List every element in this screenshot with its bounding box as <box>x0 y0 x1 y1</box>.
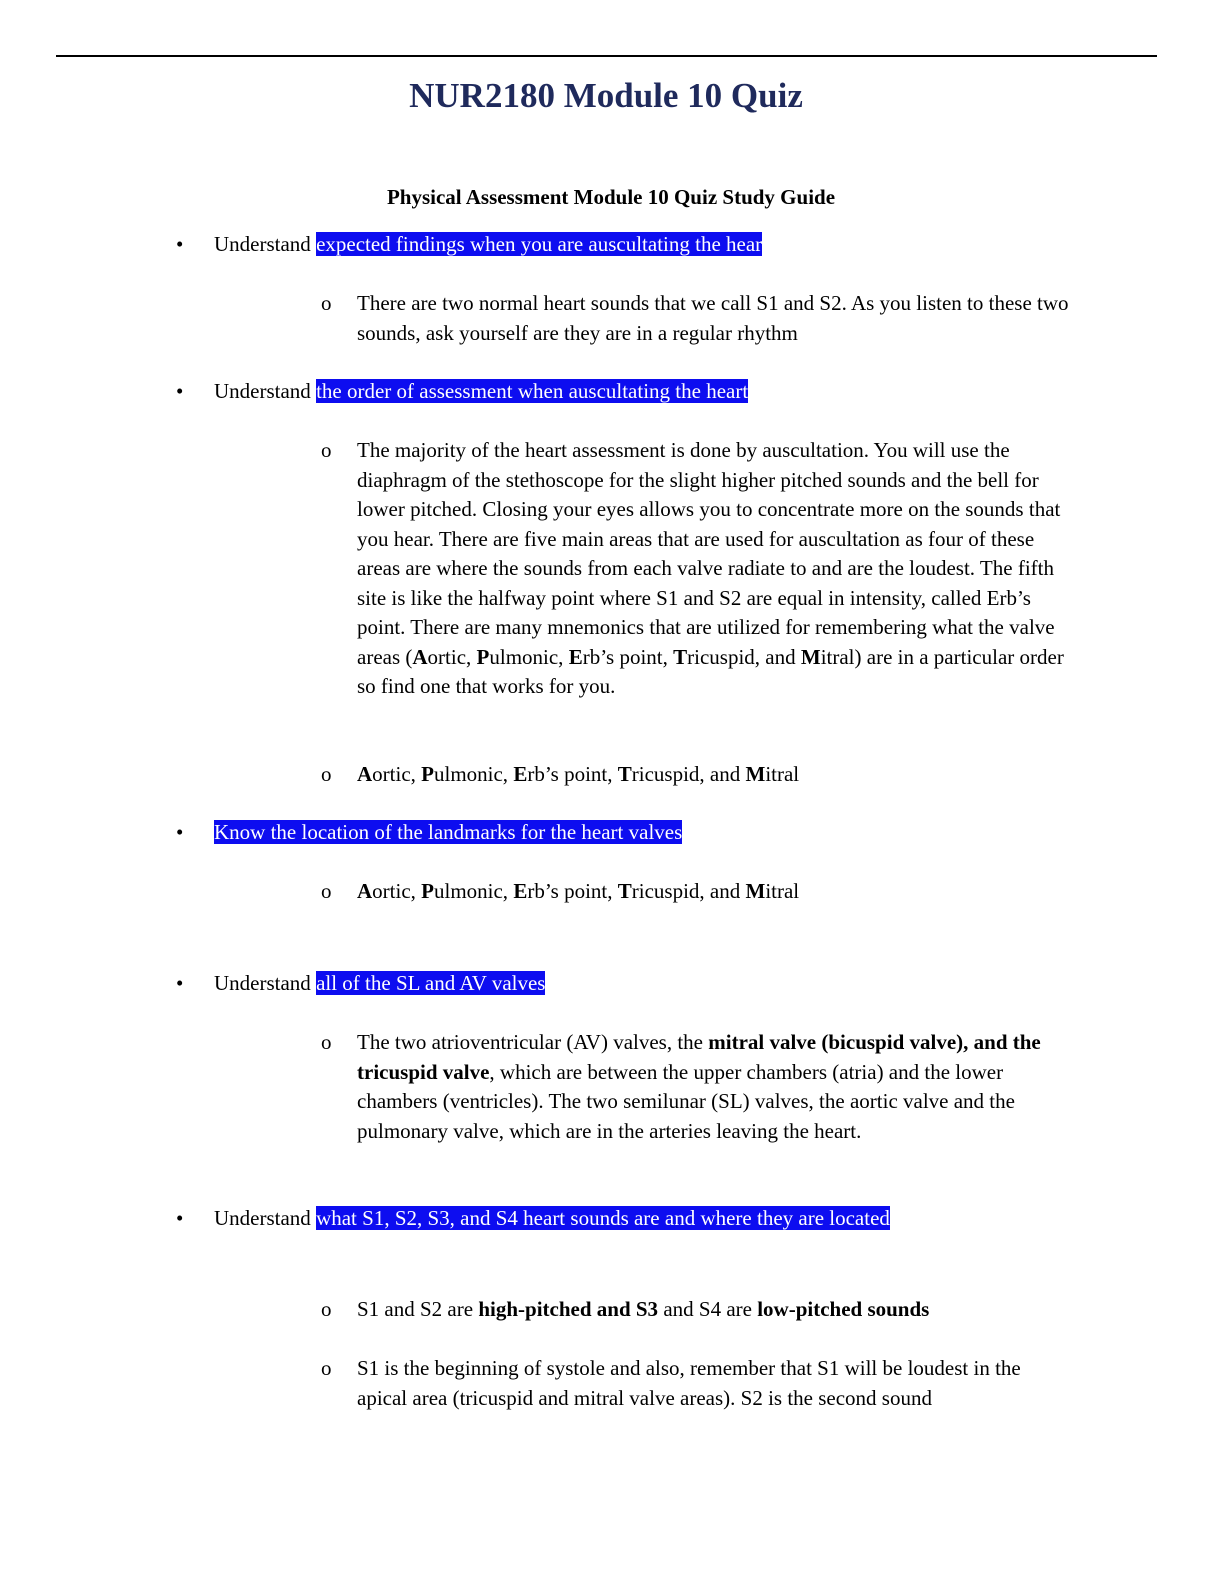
document-subtitle: Physical Assessment Module 10 Quiz Study… <box>386 185 836 209</box>
bullet-icon: • <box>176 232 184 256</box>
highlighted-topic: Know the location of the landmarks for t… <box>214 820 683 844</box>
sub-bullet-icon: o <box>321 879 332 903</box>
sub-bullet-icon: o <box>321 1297 332 1321</box>
highlighted-topic: all of the SL and AV valves <box>316 971 546 995</box>
highlighted-topic: the order of assessment when auscultatin… <box>316 379 749 403</box>
sub-bullet-icon: o <box>321 291 332 315</box>
sub-bullet-icon: o <box>321 1356 332 1380</box>
highlighted-topic: expected findings when you are auscultat… <box>316 232 763 256</box>
item-prefix: Understand <box>214 1206 317 1230</box>
bullet-icon: • <box>176 379 184 403</box>
bullet-icon: • <box>176 820 184 844</box>
note-4: The two atrioventricular (AV) valves, th… <box>357 1030 1041 1143</box>
mnemonic-line: Aortic, Pulmonic, Erb’s point, Tricuspid… <box>357 762 800 786</box>
list-item-3: Know the location of the landmarks for t… <box>214 818 683 848</box>
sub-bullet-icon: o <box>321 762 332 786</box>
note-5b: S1 is the beginning of systole and also,… <box>357 1356 1021 1410</box>
list-item-4: Understand all of the SL and AV valves <box>214 969 546 999</box>
document-title: NUR2180 Module 10 Quiz <box>409 76 803 115</box>
note-5a: S1 and S2 are high-pitched and S3 and S4… <box>357 1297 930 1321</box>
bullet-icon: • <box>176 971 184 995</box>
top-rule <box>56 55 1157 57</box>
list-item-1: Understand expected findings when you ar… <box>214 230 763 260</box>
item-prefix: Understand <box>214 971 317 995</box>
sub-bullet-icon: o <box>321 438 332 462</box>
list-item-2: Understand the order of assessment when … <box>214 377 749 407</box>
sub-bullet-icon: o <box>321 1030 332 1054</box>
note-1: There are two normal heart sounds that w… <box>357 291 1069 345</box>
list-item-5: Understand what S1, S2, S3, and S4 heart… <box>214 1204 890 1234</box>
note-2: The majority of the heart assessment is … <box>357 438 1064 698</box>
highlighted-topic: what S1, S2, S3, and S4 heart sounds are… <box>316 1206 890 1230</box>
mnemonic-line: Aortic, Pulmonic, Erb’s point, Tricuspid… <box>357 879 800 903</box>
bullet-icon: • <box>176 1206 184 1230</box>
item-prefix: Understand <box>214 379 317 403</box>
item-prefix: Understand <box>214 232 317 256</box>
